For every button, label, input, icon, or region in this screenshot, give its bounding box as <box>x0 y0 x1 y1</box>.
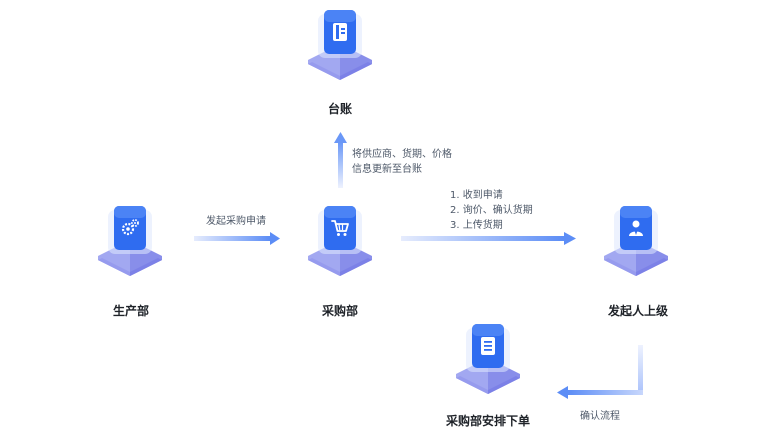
edge-label-line: 3. 上传货期 <box>450 220 503 231</box>
arrow-superior-to-order <box>557 345 643 399</box>
node-ledger <box>304 10 376 80</box>
node-purchasing <box>304 206 376 276</box>
arrow-production-to-purchasing <box>194 232 280 245</box>
edge-label-production-to-purchasing: 发起采购申请 <box>206 214 266 229</box>
node-ledger-label: 台账 <box>327 102 353 116</box>
edge-label-line: 信息更新至台账 <box>352 164 422 175</box>
edge-label-line: 1. 收到申请 <box>450 190 503 201</box>
edge-label-purchasing-to-superior: 1. 收到申请 2. 询价、确认货期 3. 上传货期 <box>450 188 533 233</box>
node-purchase-order <box>452 324 524 394</box>
node-initiator-superior <box>600 206 672 276</box>
document-list-icon <box>479 336 497 356</box>
node-purchase-order-label: 采购部安排下单 <box>445 414 531 428</box>
ledger-book-icon <box>331 22 349 42</box>
node-purchasing-label: 采购部 <box>321 304 359 318</box>
arrow-purchasing-to-superior <box>401 232 576 245</box>
node-production-label: 生产部 <box>112 304 150 318</box>
edge-label-line: 将供应商、货期、价格 <box>352 149 452 160</box>
edge-label-line: 发起采购申请 <box>206 216 266 227</box>
node-initiator-superior-label: 发起人上级 <box>607 304 669 318</box>
arrow-purchasing-to-ledger <box>334 132 347 188</box>
edge-label-line: 确认流程 <box>580 411 620 422</box>
edge-label-line: 2. 询价、确认货期 <box>450 205 533 216</box>
gears-icon <box>120 218 140 238</box>
edge-label-purchasing-to-ledger: 将供应商、货期、价格 信息更新至台账 <box>352 147 452 177</box>
user-badge-icon <box>626 218 646 238</box>
node-production <box>94 206 166 276</box>
edge-label-superior-to-order: 确认流程 <box>580 409 620 424</box>
shopping-cart-icon <box>330 218 350 238</box>
